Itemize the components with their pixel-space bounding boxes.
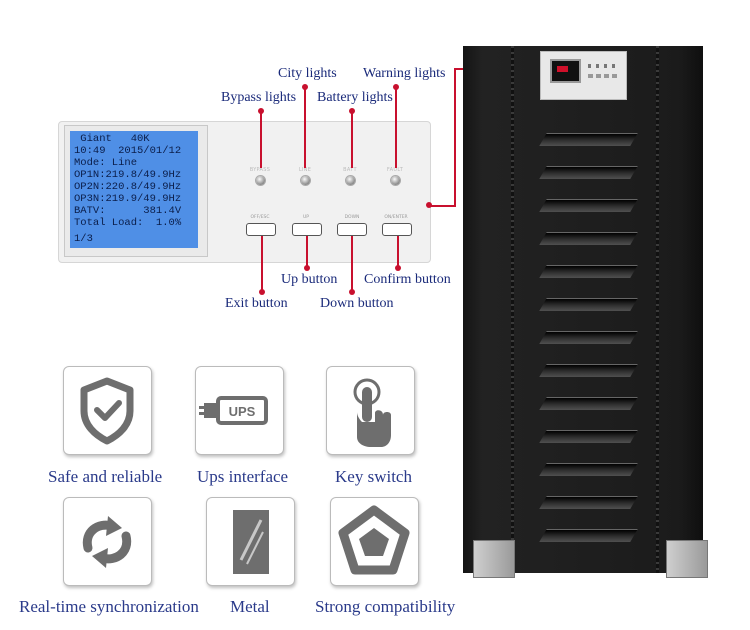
- vent-slot: [539, 430, 638, 443]
- warning-lights-label: Warning lights: [363, 66, 446, 81]
- led-caption: LINE: [298, 167, 312, 173]
- indicator-light-icon: [255, 176, 265, 185]
- sync-arrows-icon: [82, 516, 132, 568]
- feature-tile: [326, 366, 415, 455]
- feature-label: Ups interface: [197, 467, 289, 486]
- lcd-line: OP3N:219.9/49.9Hz: [74, 193, 182, 205]
- vent-slot: [539, 529, 638, 542]
- pentagon-icon: [338, 505, 410, 575]
- button-caption: OFF/ESC: [250, 215, 270, 220]
- up-button-label: Up button: [281, 272, 338, 287]
- usb-plug-icon: UPS: [199, 396, 268, 425]
- cabinet-leg: [666, 540, 708, 578]
- callout-line: [429, 205, 455, 207]
- lcd-line: OP2N:220.8/49.9Hz: [74, 181, 182, 193]
- lcd-line: 10:49 2015/01/12: [74, 145, 182, 157]
- battery-led: BATT: [335, 167, 365, 185]
- callout-line: [395, 86, 397, 168]
- metal-sheet-icon: [233, 510, 269, 574]
- vent-slot: [539, 232, 638, 245]
- button-caption: DOWN: [344, 215, 360, 220]
- cabinet-buttons: [588, 74, 618, 78]
- callout-line: [397, 236, 399, 268]
- exit-button[interactable]: [246, 223, 276, 236]
- led-caption: BATT: [343, 167, 357, 173]
- vent-slot: [539, 397, 638, 410]
- cabinet-perforation: [511, 46, 514, 573]
- callout-line: [454, 68, 456, 207]
- callout-line: [351, 236, 353, 292]
- feature-label: Key switch: [335, 467, 412, 486]
- confirm-button-label: Confirm button: [364, 272, 451, 287]
- lcd-line: OP1N:219.8/49.9Hz: [74, 169, 182, 181]
- indicator-light-icon: [345, 176, 355, 185]
- cabinet-display: [550, 59, 581, 83]
- city-led: LINE: [290, 167, 320, 185]
- callout-dot: [349, 108, 355, 114]
- callout-dot: [258, 108, 264, 114]
- led-caption: BYPASS: [249, 167, 271, 173]
- battery-lights-label: Battery lights: [317, 90, 393, 105]
- callout-line: [260, 110, 262, 168]
- vent-slot: [539, 364, 638, 377]
- callout-dot: [395, 265, 401, 271]
- vent-slot: [539, 199, 638, 212]
- cabinet-leds: [588, 64, 618, 68]
- feature-tile: [63, 497, 152, 586]
- vent-slot: [539, 496, 638, 509]
- down-button-label: Down button: [320, 296, 394, 311]
- feature-label: Strong compatibility: [315, 597, 456, 616]
- lcd-line: Total Load: 1.0%: [74, 217, 182, 229]
- indicator-light-icon: [390, 176, 400, 185]
- shield-check-icon: [80, 377, 134, 445]
- confirm-button[interactable]: [382, 223, 412, 236]
- vent-slot: [539, 133, 638, 146]
- bypass-lights-label: Bypass lights: [221, 90, 297, 105]
- feature-label: Real-time synchronization: [19, 597, 199, 616]
- callout-line: [351, 110, 353, 168]
- feature-label: Safe and reliable: [48, 467, 163, 486]
- vent-slot: [539, 298, 638, 311]
- down-button[interactable]: [337, 223, 367, 236]
- exit-button-label: Exit button: [225, 296, 288, 311]
- indicator-light-icon: [300, 176, 310, 185]
- lcd-line: BATV: 381.4V: [74, 205, 182, 217]
- city-lights-label: City lights: [278, 66, 337, 81]
- lcd-line: Mode: Line: [74, 157, 138, 169]
- led-caption: FAULT: [386, 167, 404, 173]
- lcd-display: Giant 40K 10:49 2015/01/12 Mode: Line OP…: [70, 131, 198, 248]
- vent-slot: [539, 166, 638, 179]
- vent-slot: [539, 265, 638, 278]
- lcd-line: 1/3: [74, 233, 93, 245]
- feature-label: Metal: [230, 597, 270, 616]
- callout-line: [306, 236, 308, 268]
- button-caption: ON/ENTER: [384, 215, 408, 220]
- feature-tile: [206, 497, 295, 586]
- callout-dot: [393, 84, 399, 90]
- feature-tile: UPS: [195, 366, 284, 455]
- callout-dot: [349, 289, 355, 295]
- cabinet-perforation: [656, 46, 659, 573]
- callout-dot: [302, 84, 308, 90]
- vent-slot: [539, 463, 638, 476]
- callout-line: [304, 86, 306, 168]
- callout-dot: [259, 289, 265, 295]
- button-caption: UP: [302, 215, 309, 220]
- bypass-led: BYPASS: [245, 167, 275, 185]
- feature-tile: [330, 497, 419, 586]
- display-glow: [557, 66, 568, 72]
- lcd-line: Giant 40K: [74, 133, 150, 145]
- usb-plug-icon-text: UPS: [229, 404, 256, 419]
- cabinet-leg: [473, 540, 515, 578]
- callout-line: [261, 236, 263, 292]
- callout-dot: [304, 265, 310, 271]
- warning-led: FAULT: [380, 167, 410, 185]
- up-button[interactable]: [292, 223, 322, 236]
- vent-slot: [539, 331, 638, 344]
- feature-tile: [63, 366, 152, 455]
- hand-press-icon: [353, 378, 391, 447]
